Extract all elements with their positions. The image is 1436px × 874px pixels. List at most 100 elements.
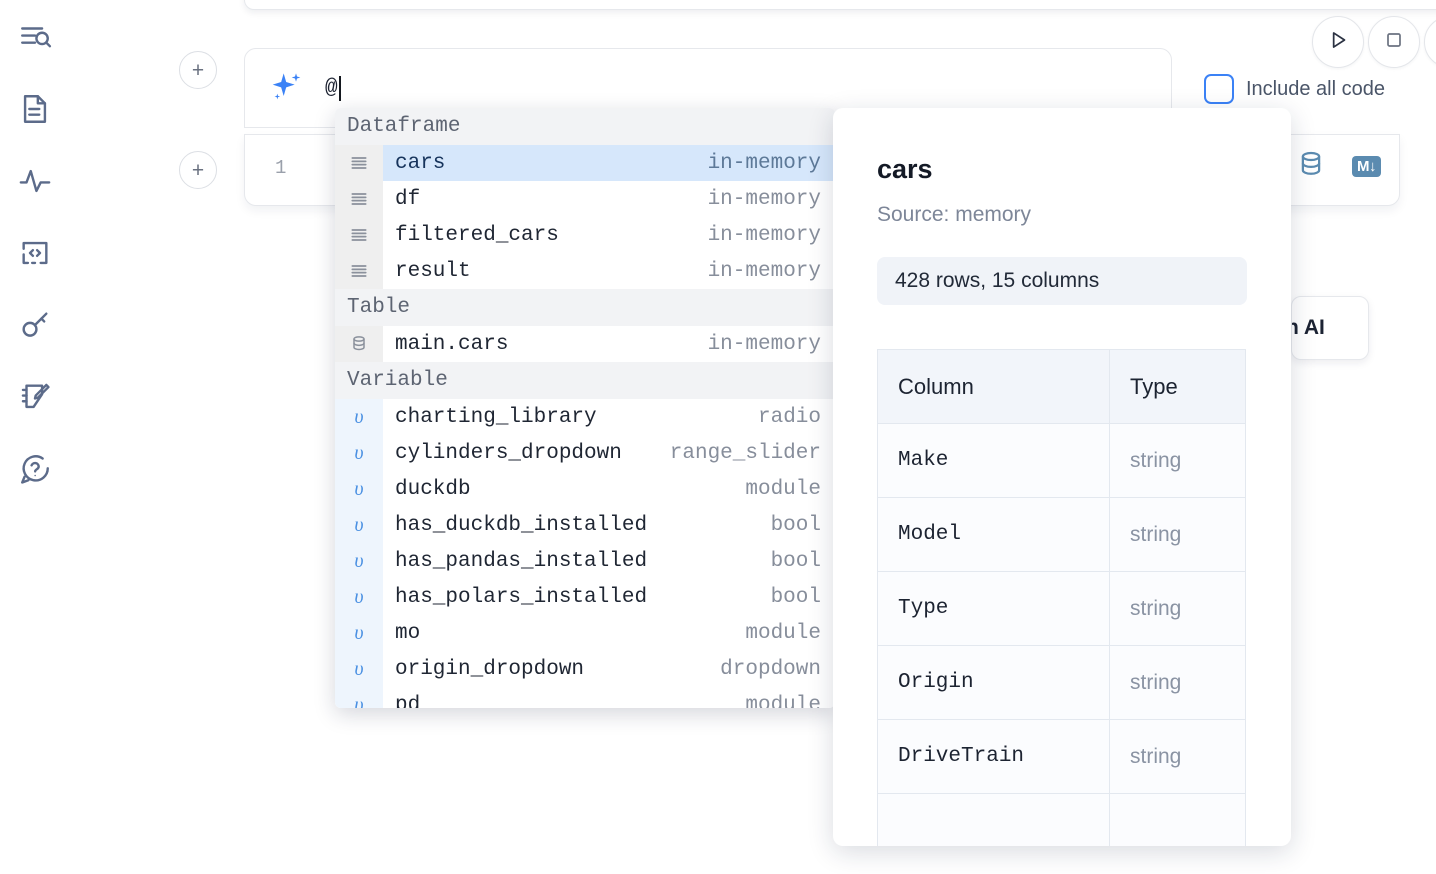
markdown-icon[interactable]: M↓ <box>1352 156 1381 177</box>
schema-column-type: string <box>1109 497 1246 572</box>
schema-column-header: Type <box>1109 349 1246 424</box>
autocomplete-item-name: main.cars <box>395 332 509 356</box>
sidebar-item-explore[interactable] <box>12 14 58 60</box>
ai-prompt-input[interactable]: @ <box>307 49 1171 127</box>
autocomplete-item[interactable]: υ cylinders_dropdown range_slider <box>335 435 835 471</box>
help-chat-icon <box>18 452 52 486</box>
variable-detail-panel: cars Source: memory 428 rows, 15 columns… <box>833 108 1291 846</box>
sidebar-item-activity[interactable] <box>12 158 58 204</box>
run-button[interactable] <box>1312 16 1364 68</box>
autocomplete-group-header: Table <box>335 289 835 326</box>
stop-button[interactable] <box>1368 16 1420 68</box>
autocomplete-item[interactable]: filtered_cars in-memory <box>335 217 835 253</box>
sidebar-item-help[interactable] <box>12 446 58 492</box>
autocomplete-group-header: Dataframe <box>335 108 835 145</box>
sidebar-item-secrets[interactable] <box>12 302 58 348</box>
autocomplete-item-name: has_duckdb_installed <box>395 513 648 537</box>
autocomplete-item[interactable]: υ has_polars_installed bool <box>335 579 835 615</box>
sparkle-ai-icon <box>267 68 307 108</box>
overflow-button[interactable] <box>1424 16 1436 68</box>
schema-column-name: Origin <box>877 645 1110 720</box>
autocomplete-item-type: bool <box>770 513 821 537</box>
autocomplete-item-name: df <box>395 187 421 211</box>
autocomplete-item-name: pd <box>395 693 421 709</box>
schema-column-header: Column <box>877 349 1110 424</box>
chat-with-ai-button[interactable]: h AI <box>1291 296 1369 360</box>
sidebar-item-snippets[interactable] <box>12 230 58 276</box>
schema-column-name: Type <box>877 571 1110 646</box>
detail-shape-chip: 428 rows, 15 columns <box>877 257 1247 305</box>
autocomplete-item-name: has_pandas_installed <box>395 549 648 573</box>
autocomplete-item[interactable]: cars in-memory <box>335 145 835 181</box>
variable-icon: υ <box>335 507 383 543</box>
autocomplete-item[interactable]: main.cars in-memory <box>335 326 835 362</box>
include-all-code-checkbox[interactable] <box>1204 74 1234 104</box>
add-cell-button-top[interactable]: + <box>179 51 217 89</box>
dataframe-icon <box>335 145 383 181</box>
autocomplete-item-name: origin_dropdown <box>395 657 585 681</box>
sidebar-item-scratchpad[interactable] <box>12 374 58 420</box>
schema-column-type: string <box>1109 645 1246 720</box>
schema-column-name <box>877 793 1110 846</box>
autocomplete-item-name: charting_library <box>395 405 597 429</box>
play-triangle-icon <box>1325 27 1351 58</box>
include-all-code-label: Include all code <box>1246 77 1385 100</box>
autocomplete-item-type: in-memory <box>707 259 821 283</box>
include-all-code-row[interactable]: Include all code <box>1204 74 1385 104</box>
autocomplete-item-name: filtered_cars <box>395 223 559 247</box>
autocomplete-item-type: bool <box>770 585 821 609</box>
table-db-icon <box>335 326 383 362</box>
sidebar-item-notebook[interactable] <box>12 86 58 132</box>
variable-icon: υ <box>335 471 383 507</box>
autocomplete-item-name: result <box>395 259 471 283</box>
dataframe-icon <box>335 181 383 217</box>
autocomplete-item-type: in-memory <box>707 332 821 356</box>
text-caret <box>338 75 341 101</box>
ai-prompt-value: @ <box>325 76 338 100</box>
plus-icon: + <box>191 58 205 82</box>
variable-icon: υ <box>335 651 383 687</box>
autocomplete-item[interactable]: result in-memory <box>335 253 835 289</box>
sidebar-rail <box>0 0 70 874</box>
square-icon <box>1382 28 1406 57</box>
key-icon <box>18 308 52 342</box>
autocomplete-item-type: module <box>745 621 821 645</box>
autocomplete-item-type: range_slider <box>669 441 821 465</box>
variable-icon: υ <box>335 435 383 471</box>
autocomplete-item[interactable]: υ has_duckdb_installed bool <box>335 507 835 543</box>
autocomplete-item-type: in-memory <box>707 223 821 247</box>
chat-with-ai-label: h AI <box>1292 316 1325 339</box>
autocomplete-item-name: has_polars_installed <box>395 585 648 609</box>
code-brackets-icon <box>18 236 52 270</box>
previous-cell-card <box>244 0 1436 10</box>
add-cell-button-bottom[interactable]: + <box>179 151 217 189</box>
autocomplete-item-name: duckdb <box>395 477 471 501</box>
line-number: 1 <box>275 157 287 179</box>
document-icon <box>18 92 52 126</box>
schema-column-name: Model <box>877 497 1110 572</box>
autocomplete-item-type: in-memory <box>707 151 821 175</box>
autocomplete-item-name: cylinders_dropdown <box>395 441 622 465</box>
schema-column-name: DriveTrain <box>877 719 1110 794</box>
variable-icon: υ <box>335 579 383 615</box>
notebook-pencil-icon <box>18 380 52 414</box>
autocomplete-item-name: cars <box>395 151 446 175</box>
dataframe-icon <box>335 253 383 289</box>
variable-icon: υ <box>335 399 383 435</box>
autocomplete-group-header: Variable <box>335 362 835 399</box>
database-icon[interactable] <box>1296 149 1326 184</box>
